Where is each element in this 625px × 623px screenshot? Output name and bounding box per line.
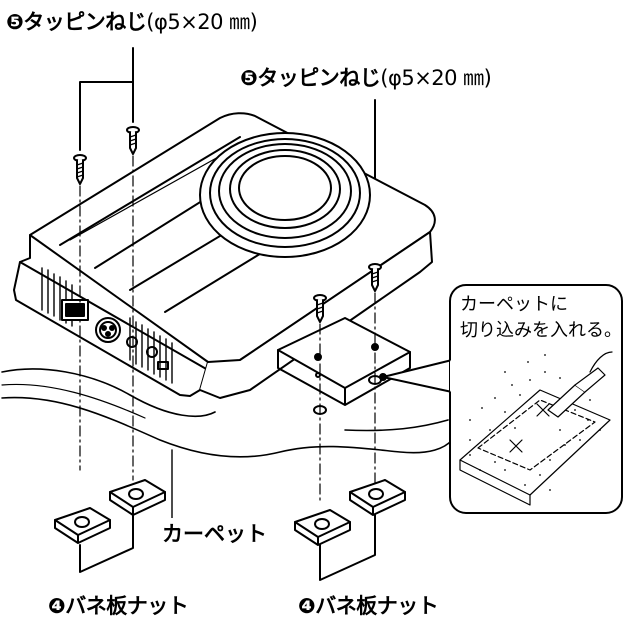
spring-nut-1 bbox=[54, 507, 111, 544]
callout-pointer bbox=[382, 359, 453, 393]
screw-label-spec: (φ5×20 ㎜) bbox=[380, 66, 492, 90]
screw-bracket-1 bbox=[313, 294, 327, 323]
carpet-outline bbox=[1, 368, 453, 458]
screw-label-marker: ❺ bbox=[6, 10, 24, 34]
screw-label-name: タッピンねじ bbox=[257, 66, 381, 90]
screw-top-left-2 bbox=[126, 126, 140, 155]
carpet-texture bbox=[469, 354, 601, 491]
screw-label-name: タッピンねじ bbox=[23, 10, 147, 34]
screw-label-spec: (φ5×20 ㎜) bbox=[146, 10, 258, 34]
callout-text: カーペットに 切り込みを入れる。 bbox=[460, 292, 622, 344]
nut-label-name: バネ板ナット bbox=[65, 594, 189, 618]
nut-label-name: バネ板ナット bbox=[315, 594, 439, 618]
mounting-bracket bbox=[277, 317, 411, 406]
screw-leader-left bbox=[79, 47, 134, 151]
nut-label-marker: ❹ bbox=[298, 594, 316, 618]
nut-leader-right bbox=[319, 514, 376, 581]
nut-leader-left bbox=[79, 514, 134, 573]
callout-box bbox=[449, 284, 623, 514]
callout-line-2: 切り込みを入れる。 bbox=[460, 320, 622, 341]
screw-bracket-2 bbox=[368, 263, 382, 292]
nut-label-marker: ❹ bbox=[48, 594, 66, 618]
spring-nut-3 bbox=[294, 509, 351, 546]
callout-line-1: カーペットに bbox=[460, 294, 568, 315]
carpet-label: カーペット bbox=[160, 518, 269, 548]
screw-label-top-left: ❺タッピンねじ(φ5×20 ㎜) bbox=[6, 6, 258, 36]
spring-nut-4 bbox=[349, 479, 406, 516]
screw-label-marker: ❺ bbox=[240, 66, 258, 90]
nut-label-left: ❹バネ板ナット bbox=[48, 590, 189, 620]
nut-label-right: ❹バネ板ナット bbox=[298, 590, 439, 620]
carpet-cut-illustration bbox=[459, 351, 613, 506]
screw-label-right: ❺タッピンねじ(φ5×20 ㎜) bbox=[240, 62, 492, 92]
spring-nut-2 bbox=[109, 479, 166, 516]
screw-top-left-1 bbox=[73, 154, 87, 185]
